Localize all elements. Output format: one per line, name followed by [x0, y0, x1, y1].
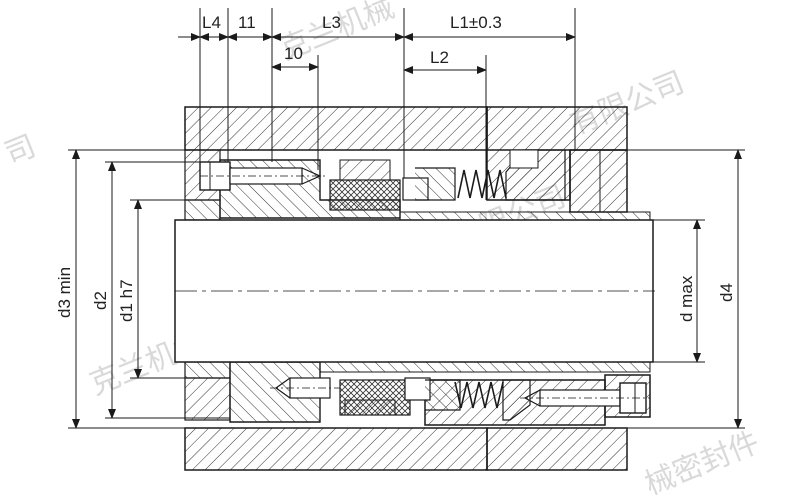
left-dimension-lines [68, 149, 230, 429]
stationary-seat-top [505, 149, 566, 201]
dim-label-l1: L1±0.3 [450, 13, 502, 32]
dim-label-l3: L3 [322, 13, 341, 32]
set-screw-bottom [270, 377, 650, 414]
watermark-bottom-right: 械密封件 [640, 425, 764, 500]
dim-label-dmax: d max [677, 275, 696, 322]
dim-label-d3: d3 min [55, 267, 74, 318]
dim-label-d2: d2 [91, 291, 110, 310]
seal-rings-top [329, 159, 456, 211]
top-dimension-lines [178, 8, 576, 200]
spring-bottom [454, 381, 504, 409]
dim-label-10: 10 [284, 44, 303, 63]
dim-label-d1: d1 h7 [117, 279, 136, 322]
dim-label-l2: L2 [430, 48, 449, 67]
right-dimension-lines [627, 149, 745, 429]
watermark-corner-left: 司 [0, 129, 41, 173]
dim-label-l4: L4 [202, 13, 221, 32]
spring-top [457, 169, 507, 199]
stationary-seat-bottom [502, 379, 531, 421]
dim-label-d4: d4 [717, 283, 736, 302]
shaft [174, 219, 655, 363]
set-screw-top [199, 161, 325, 191]
seal-rings-bottom [339, 377, 461, 416]
dim-label-11: 11 [238, 13, 256, 32]
